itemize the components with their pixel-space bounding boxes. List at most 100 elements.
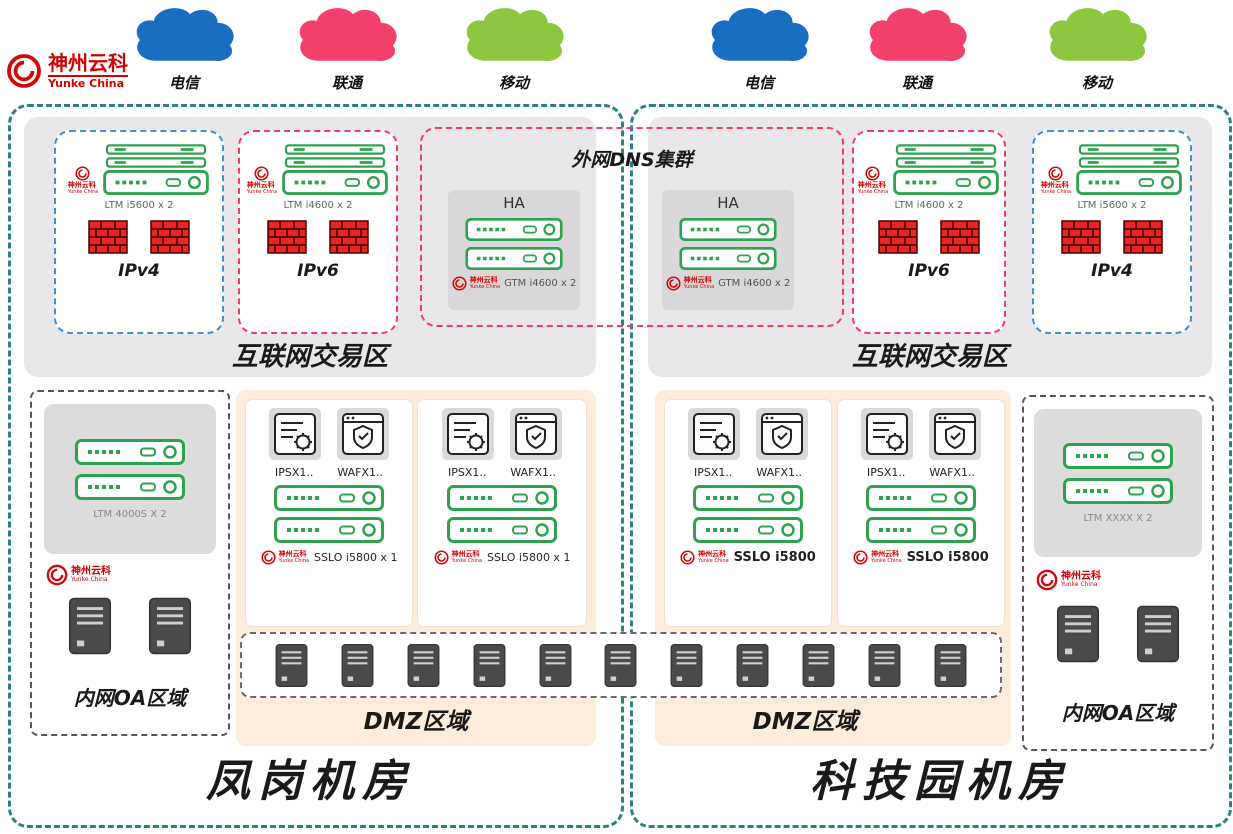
ips-label: IPSX1.. bbox=[693, 466, 733, 479]
cloud-unicom-right: 联通 bbox=[858, 2, 976, 93]
security-tiles bbox=[861, 408, 981, 460]
brand-subtitle: Yunke China bbox=[48, 77, 125, 90]
chassis-icon bbox=[281, 157, 389, 168]
cloud-telecom-right: 电信 bbox=[700, 2, 818, 93]
datacenter-name-right: 科技园机房 bbox=[810, 756, 1070, 807]
cloud-icon bbox=[1039, 2, 1155, 66]
appliance-icon bbox=[281, 170, 389, 195]
server-icon bbox=[604, 643, 637, 688]
chassis-icon bbox=[281, 144, 389, 155]
waf-tile bbox=[756, 408, 808, 460]
waf-tile bbox=[929, 408, 981, 460]
appliance-icon bbox=[846, 517, 996, 543]
swirl-icon bbox=[666, 276, 681, 291]
tile-labels: IPSX1.. WAFX1.. bbox=[275, 466, 383, 479]
appliance-icon bbox=[461, 247, 567, 270]
server-icon bbox=[473, 643, 506, 688]
server-icon bbox=[736, 643, 769, 688]
firewall-pair bbox=[878, 220, 980, 254]
ips-label: IPSX1.. bbox=[866, 466, 906, 479]
waf-icon bbox=[341, 412, 385, 456]
waf-tile bbox=[337, 408, 389, 460]
firewall-icon bbox=[329, 220, 369, 254]
swirl-icon bbox=[1048, 166, 1063, 181]
firewall-icon bbox=[878, 220, 918, 254]
waf-label: WAFX1.. bbox=[510, 466, 557, 479]
ips-tile bbox=[688, 408, 740, 460]
waf-tile bbox=[510, 408, 562, 460]
device-cluster bbox=[102, 144, 210, 195]
appliance-icon bbox=[892, 170, 1000, 195]
swirl-icon bbox=[434, 550, 449, 565]
appliance-icon bbox=[60, 474, 200, 500]
device-cluster bbox=[892, 144, 1000, 195]
tile-labels: IPSX1.. WAFX1.. bbox=[867, 466, 975, 479]
oa-device-panel: LTM 4000S X 2 bbox=[44, 404, 216, 554]
swirl-icon bbox=[452, 276, 467, 291]
waf-label: WAFX1.. bbox=[337, 466, 384, 479]
dns-cluster-box: 外网DNS集群 bbox=[420, 127, 844, 327]
ips-icon bbox=[446, 412, 490, 456]
cloud-icon bbox=[289, 2, 405, 66]
chassis-icon bbox=[1075, 144, 1183, 155]
server-icon bbox=[275, 643, 308, 688]
ips-label: IPSX1.. bbox=[447, 466, 487, 479]
tile-labels: IPSX1.. WAFX1.. bbox=[694, 466, 802, 479]
swirl-icon bbox=[261, 550, 276, 565]
ipv6-label: IPv6 bbox=[908, 261, 950, 281]
appliance-icon bbox=[675, 218, 781, 241]
ipv4-label: IPv4 bbox=[1091, 261, 1133, 281]
gtm-device-label: GTM i4600 x 2 bbox=[504, 278, 577, 289]
firewall-pair bbox=[267, 220, 369, 254]
oa-device-label: LTM XXXX X 2 bbox=[1083, 512, 1153, 524]
firewall-icon bbox=[150, 220, 190, 254]
waf-icon bbox=[760, 412, 804, 456]
ips-icon bbox=[865, 412, 909, 456]
device-cluster bbox=[281, 144, 389, 195]
chassis-icon bbox=[892, 157, 1000, 168]
cloud-label: 移动 bbox=[498, 74, 529, 92]
appliance-icon bbox=[254, 517, 404, 543]
appliance-icon bbox=[673, 485, 823, 511]
waf-icon bbox=[514, 412, 558, 456]
firewall-pair bbox=[88, 220, 190, 254]
appliance-icon bbox=[427, 517, 577, 543]
ips-tile bbox=[861, 408, 913, 460]
ips-icon bbox=[692, 412, 736, 456]
ips-label: IPSX1.. bbox=[274, 466, 314, 479]
security-tiles bbox=[688, 408, 808, 460]
appliance-icon bbox=[1048, 443, 1188, 469]
security-tiles bbox=[269, 408, 389, 460]
appliance-icon bbox=[1048, 478, 1188, 504]
device-label: LTM i4600 x 2 bbox=[283, 200, 353, 211]
chassis-icon bbox=[102, 157, 210, 168]
firewall-icon bbox=[1123, 220, 1163, 254]
brand-logo: 神州云科 Yunke China bbox=[6, 52, 128, 90]
swirl-icon bbox=[680, 550, 695, 565]
oa-device-label: LTM 4000S X 2 bbox=[93, 508, 167, 520]
appliance-icon bbox=[427, 485, 577, 511]
datacenter-left bbox=[8, 104, 624, 828]
cloud-mobile-left: 移动 bbox=[455, 2, 573, 93]
waf-label: WAFX1.. bbox=[756, 466, 803, 479]
cloud-icon bbox=[701, 2, 817, 66]
cloud-label: 移动 bbox=[1081, 74, 1112, 92]
